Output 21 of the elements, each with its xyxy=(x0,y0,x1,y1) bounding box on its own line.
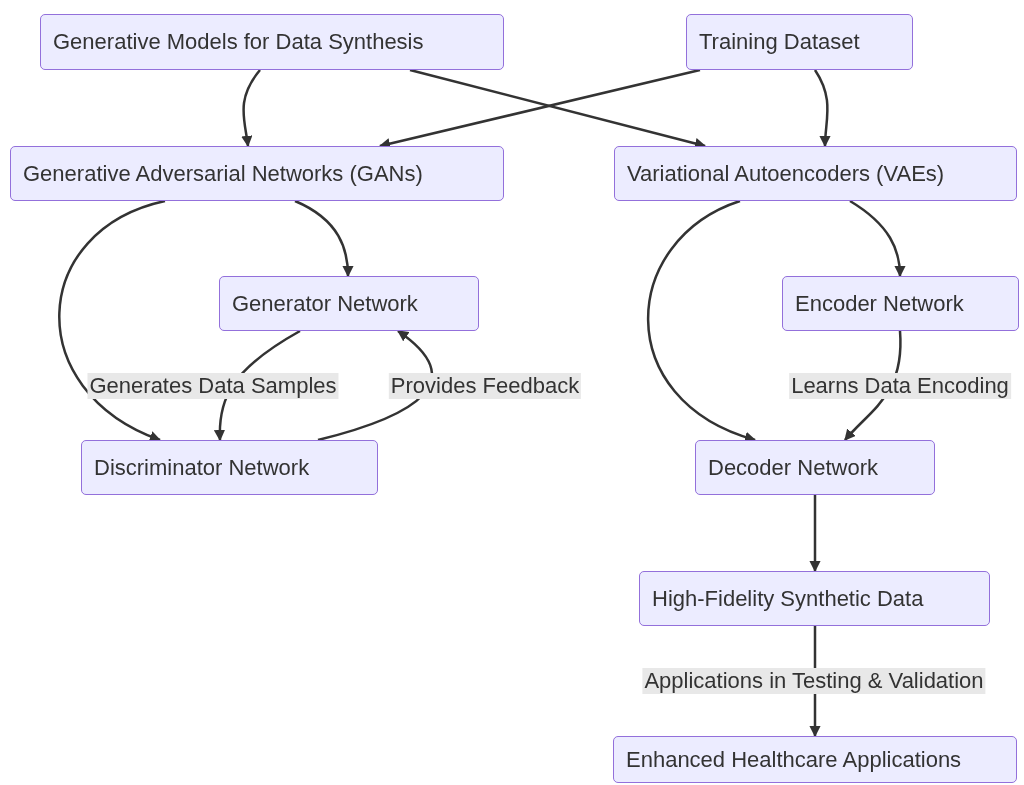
edge-label: Applications in Testing & Validation xyxy=(642,668,986,694)
process-box: Generative Adversarial Networks (GANs) xyxy=(10,146,504,201)
arrow xyxy=(241,69,261,148)
process-box: Generative Models for Data Synthesis xyxy=(40,14,504,70)
arrow xyxy=(813,69,831,148)
process-box: Training Dataset xyxy=(686,14,913,70)
process-box: Enhanced Healthcare Applications xyxy=(613,736,1017,783)
process-box: Discriminator Network xyxy=(81,440,378,495)
edge-label: Learns Data Encoding xyxy=(789,373,1011,399)
process-box: Encoder Network xyxy=(782,276,1019,331)
arrow xyxy=(646,199,757,442)
process-box: Variational Autoencoders (VAEs) xyxy=(614,146,1017,201)
arrow xyxy=(849,199,906,278)
edge-label: Provides Feedback xyxy=(388,373,582,399)
process-box: Generator Network xyxy=(219,276,479,331)
process-box: High-Fidelity Synthetic Data xyxy=(639,571,990,626)
arrow xyxy=(58,199,166,442)
arrow xyxy=(809,495,821,573)
edge-label: Generates Data Samples xyxy=(87,373,339,399)
process-box: Decoder Network xyxy=(695,440,935,495)
arrow xyxy=(294,199,354,278)
